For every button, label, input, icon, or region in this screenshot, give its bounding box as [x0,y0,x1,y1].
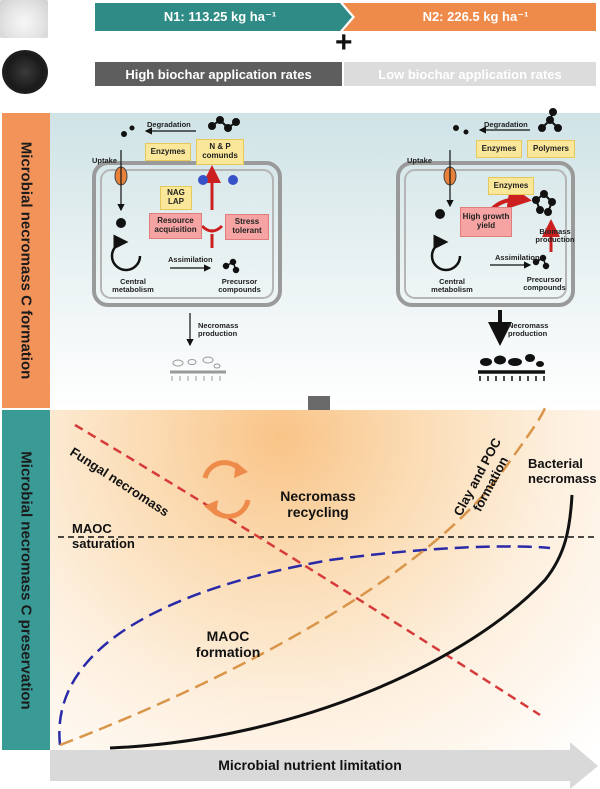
left-enzyme-blob-2 [228,175,238,185]
right-necromass-soil [478,354,545,381]
left-central-metabolism-label: Central metabolism [112,277,154,295]
n2-label: N2: 226.5 kg ha⁻¹ [422,9,529,24]
n1-label: N1: 113.25 kg ha⁻¹ [163,9,277,24]
right-necromass-production-label: Necromass production [508,321,549,339]
high-biochar-rates-bar: High biochar application rates [95,62,342,86]
left-resource-acquisition-box: Resource acquisition [149,213,202,239]
right-biomass-production-label: Biomass production [535,227,575,245]
left-stress-fork [200,224,224,248]
left-precursor-label: Precursor compounds [218,277,261,295]
left-metabolism-cycle [110,234,142,272]
right-enzymes-box: Enzymes [476,140,522,158]
right-particle-3 [435,209,445,219]
fertilizer-granules-image [0,0,48,38]
right-precursor-label: Precursor compounds [523,275,566,293]
left-necromass-production-label: Necromass production [198,321,239,339]
right-particle-1 [453,125,459,131]
right-biomass-icon [532,190,556,216]
biochar-image [2,50,48,94]
clay-poc-curve [59,407,547,747]
x-axis-arrow [50,742,598,789]
fungal-necromass-curve [74,423,541,717]
right-central-metabolism-label: Central metabolism [431,277,473,295]
left-nag-lap-box: NAG LAP [160,186,192,210]
left-polymer-icon [208,116,240,132]
right-cell-outer [396,161,575,307]
necromass-recycling-label: Necromass recycling [280,488,356,521]
right-polymers-box: Polymers [527,140,575,158]
formation-diagram [92,108,575,420]
plus-sign: + [335,26,353,59]
left-necromass-soil [170,356,226,381]
right-degradation-label: Degradation [484,120,528,129]
n2-bar-shape [343,3,596,31]
left-particle-1 [121,131,127,137]
low-biochar-rates-bar: Low biochar application rates [344,62,596,86]
left-uptake-label: Uptake [92,156,118,165]
right-assimilation-label: Assimilation [495,253,540,262]
recycling-arrowhead-1 [234,462,248,478]
left-enzyme-blob-1 [198,175,208,185]
preservation-side-label: Microbial necromass C preservation [2,410,50,750]
header-bars [95,3,596,31]
right-particle-2 [463,129,469,135]
left-cell-outer [92,161,282,307]
right-metabolism-cycle [430,234,462,272]
left-np-comunds-box: N & P comunds [196,139,244,165]
right-cell-inner [404,169,567,299]
right-uptake-label: Uptake [407,156,433,165]
bacterial-necromass-label: Bacterial necromass [528,456,597,486]
right-precursor-icon [532,254,550,270]
recycling-arrowhead-2 [204,500,218,516]
right-high-growth-yield-box: High growth yield [460,207,512,237]
maoc-saturation-label: MAOC saturation [72,521,135,551]
left-precursor-icon [222,258,240,274]
left-degradation-label: Degradation [147,120,191,129]
left-enzymes-box: Enzymes [145,143,191,161]
right-polymer-icon [538,108,562,132]
formation-side-label: Microbial necromass C formation [2,113,50,408]
maoc-formation-label: MAOC formation [195,628,261,661]
n1-bar-shape [95,3,352,31]
left-assimilation-label: Assimilation [168,255,213,264]
right-enzymes-inner-box: Enzymes [488,177,534,195]
left-particle-2 [129,125,135,131]
left-cell-inner [100,169,274,299]
left-particle-3 [116,218,126,228]
left-stress-tolerant-box: Stress tolerant [225,214,269,240]
maoc-formation-curve [58,545,551,746]
bacterial-necromass-curve [109,494,574,750]
x-axis-label: Microbial nutrient limitation [218,757,402,773]
